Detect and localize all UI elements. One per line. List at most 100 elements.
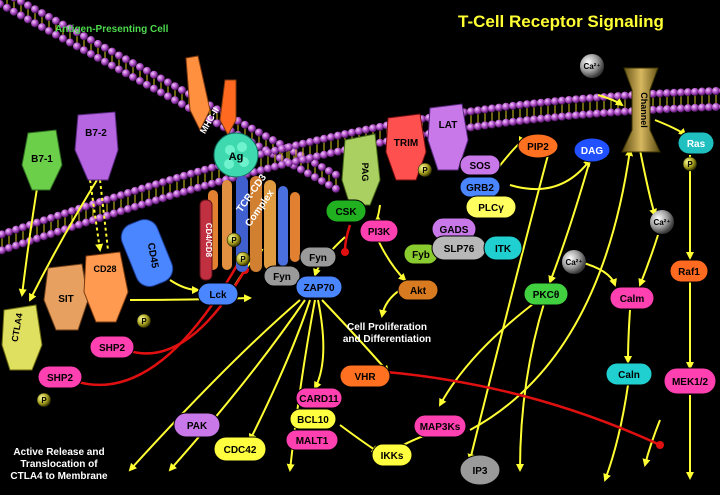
- pag-receptor: PAG: [341, 133, 381, 206]
- node-label-zap70: ZAP70: [303, 283, 335, 294]
- node-csk: CSK: [325, 199, 367, 223]
- node-slp76: SLP76: [431, 235, 487, 261]
- node-label-pip2: PIP2: [527, 142, 549, 153]
- arrow-pi3k-akt: [377, 239, 407, 282]
- calcium-ion-2: Ca²⁺: [650, 210, 674, 234]
- node-label-slp76: SLP76: [444, 244, 475, 255]
- node-label-gads: GADS: [440, 225, 469, 236]
- calcium-channel: Channel: [621, 67, 661, 153]
- cd28-label: CD28: [93, 264, 116, 274]
- phospho-marker-1: P: [136, 313, 152, 329]
- trim-label: TRIM: [394, 138, 418, 149]
- proliferation-line-2: and Differentiation: [342, 334, 432, 345]
- b71-receptor: B7-1: [21, 129, 63, 191]
- node-itk: ITK: [483, 235, 523, 261]
- arrow-ip3-channel: [469, 148, 634, 431]
- node-bcl10: BCL10: [289, 408, 337, 430]
- node-malt1: MALT1: [285, 429, 339, 451]
- arrow-pkc-map3k: [439, 294, 546, 407]
- node-raf1: Raf1: [669, 259, 709, 283]
- tcr-cd3-complex: TCR-CD3 Complex: [208, 172, 300, 272]
- phospho-marker-6: P: [682, 156, 698, 172]
- arrow-pkc-down: [516, 299, 546, 472]
- node-caln: Caln: [605, 362, 653, 386]
- arrow-dag-pkc: [548, 159, 591, 284]
- node-label-ikks: IKKs: [381, 451, 404, 462]
- ctla4-release-note: Active Release and Translocation of CTLA…: [0, 447, 118, 483]
- calcium-ion-1: Ca²⁺: [580, 54, 604, 78]
- node-label-itk: ITK: [495, 244, 512, 255]
- node-akt: Akt: [397, 279, 439, 301]
- node-label-malt1: MALT1: [296, 436, 329, 447]
- trim-receptor: TRIM: [385, 113, 427, 181]
- node-label-pak: PAK: [187, 421, 208, 432]
- node-label-pkc: PKCθ: [533, 290, 560, 301]
- sit-receptor: SIT: [43, 263, 89, 331]
- node-label-card11: CARD11: [299, 394, 339, 405]
- arrow-zap-pak: [249, 299, 311, 442]
- antigen-label: Ag: [229, 151, 244, 163]
- signal-arrows: [18, 94, 694, 482]
- page-title: T-Cell Receptor Signaling: [458, 12, 664, 31]
- node-fyn-b: Fyn: [299, 246, 337, 268]
- node-shp2-a: SHP2: [89, 335, 135, 359]
- node-label-fyn-a: Fyn: [273, 272, 291, 283]
- phospho-label-4: P: [240, 255, 246, 264]
- cd28-receptor: CD28: [83, 251, 129, 323]
- arrow-zap-down3: [128, 299, 301, 472]
- node-sos: SOS: [459, 154, 501, 176]
- node-label-bcl10: BCL10: [297, 415, 329, 426]
- node-label-vhr: VHR: [354, 372, 376, 383]
- node-cdc42: CDC42: [213, 436, 267, 462]
- node-card11: CARD11: [295, 387, 343, 409]
- phospho-label-6: P: [687, 160, 693, 169]
- node-dag: DAG: [573, 137, 611, 163]
- phospho-label-3: P: [231, 236, 237, 245]
- node-map3k: MAP3Ks: [413, 414, 467, 438]
- arrow-caln-down: [603, 384, 629, 482]
- sit-label: SIT: [58, 294, 74, 305]
- node-pak: PAK: [173, 412, 221, 438]
- node-pi3k: PI3K: [359, 219, 399, 243]
- ctla4-release-line-3: CTLA4 to Membrane: [10, 471, 108, 482]
- node-label-csk: CSK: [335, 207, 357, 218]
- node-label-akt: Akt: [410, 286, 427, 297]
- node-label-map3k: MAP3Ks: [420, 422, 461, 433]
- calcium-ion-label-1: Ca²⁺: [583, 62, 600, 71]
- b72-receptor: B7-2: [74, 111, 119, 181]
- calcium-ion-3: Ca²⁺: [562, 250, 586, 274]
- b72-label: B7-2: [85, 128, 107, 139]
- arrow-b72-ctla4: [29, 174, 101, 302]
- ctla4-release-line-1: Active Release and: [13, 447, 105, 458]
- lat-label: LAT: [439, 120, 458, 131]
- calcium-ions: Ca²⁺ Ca²⁺ Ca²⁺: [562, 54, 674, 274]
- ctla4-receptor: CTLA4: [1, 304, 43, 371]
- node-label-ip3: IP3: [472, 466, 487, 477]
- node-label-sos: SOS: [469, 161, 490, 172]
- phospho-label-2: P: [41, 396, 47, 405]
- node-label-pi3k: PI3K: [368, 227, 391, 238]
- ctla4-release-line-2: Translocation of: [20, 459, 98, 470]
- calcium-ion-label-3: Ca²⁺: [565, 258, 582, 267]
- node-label-lck: Lck: [209, 290, 227, 301]
- cd45-receptor: CD45: [120, 219, 174, 287]
- cd4-cd8-coreceptor: CD4/CD8: [199, 199, 213, 281]
- node-label-raf1: Raf1: [678, 267, 700, 278]
- phospho-marker-2: P: [36, 392, 52, 408]
- phospho-marker-3: P: [226, 232, 242, 248]
- arrow-channel-ras: [654, 119, 687, 137]
- arrow-pag-pi3k: [373, 204, 383, 224]
- antigen: Ag: [213, 132, 259, 178]
- arrow-akt-prolif: [379, 289, 401, 318]
- node-gads: GADS: [431, 217, 477, 241]
- node-ip3: IP3: [459, 454, 501, 486]
- ctla4-label: CTLA4: [10, 312, 25, 342]
- node-label-shp2-b: SHP2: [47, 373, 74, 384]
- node-label-shp2-a: SHP2: [99, 343, 126, 354]
- channel-label: Channel: [639, 92, 649, 128]
- arrow-ca-calm: [638, 234, 659, 287]
- proliferation-line-1: Cell Proliferation: [346, 322, 427, 333]
- node-vhr: VHR: [339, 364, 391, 388]
- cd4-label: CD4/CD8: [204, 223, 213, 258]
